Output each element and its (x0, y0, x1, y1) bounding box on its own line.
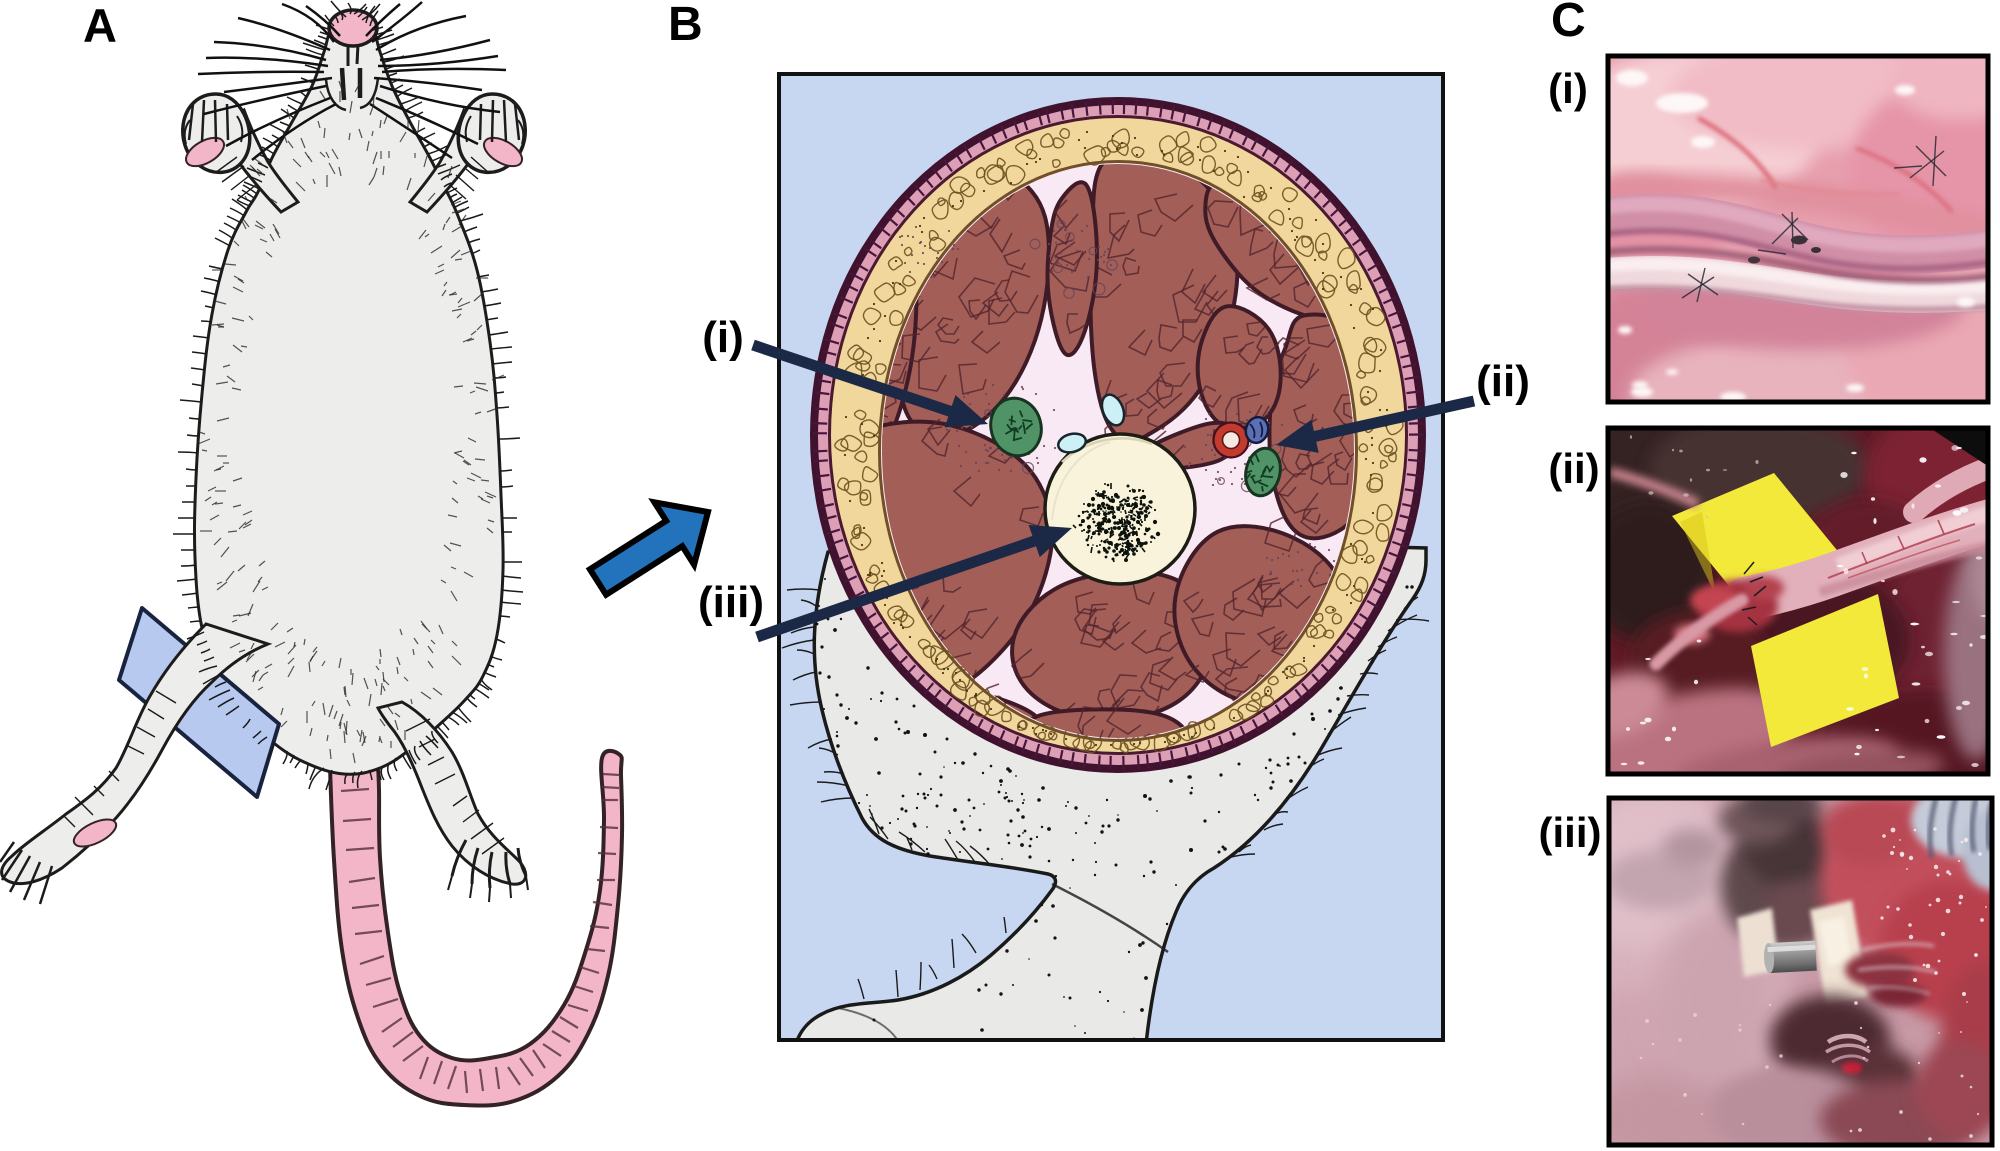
svg-text:A: A (83, 0, 117, 52)
svg-text:(ii): (ii) (1476, 357, 1530, 406)
svg-text:(iii): (iii) (698, 578, 764, 627)
svg-text:(i): (i) (1548, 65, 1588, 112)
svg-text:B: B (668, 0, 703, 51)
svg-text:(i): (i) (702, 313, 744, 362)
svg-text:(iii): (iii) (1539, 809, 1602, 856)
svg-text:(ii): (ii) (1548, 445, 1599, 492)
svg-text:C: C (1551, 0, 1586, 47)
